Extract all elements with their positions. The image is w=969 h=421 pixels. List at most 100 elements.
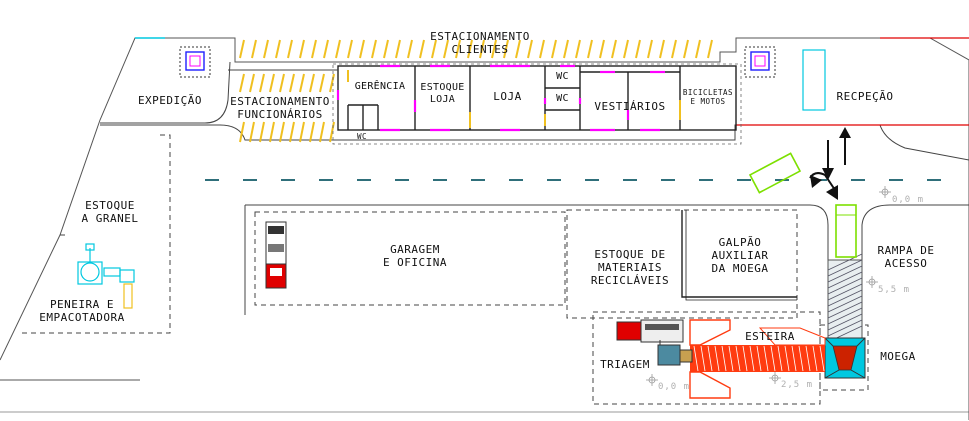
wc-top-label: WC xyxy=(556,71,569,82)
parking-stripe xyxy=(395,39,401,59)
ramp-hatch-line xyxy=(827,259,863,277)
conveyor-slat xyxy=(812,345,818,372)
parking-stripe xyxy=(479,39,485,59)
parking-stripe xyxy=(359,39,365,59)
triagem-hopper xyxy=(657,340,693,366)
level-ramp-value: 5,5 m xyxy=(877,285,911,295)
parking-stripe xyxy=(491,39,497,59)
ramp-hatch-line xyxy=(827,289,863,307)
truck-triagem xyxy=(616,319,684,343)
conveyor-slat xyxy=(749,345,755,372)
site-boundary xyxy=(0,37,969,420)
traffic-arrows xyxy=(809,127,851,200)
vestiarios-label: VESTIÁRIOS xyxy=(594,100,666,113)
conveyor-slat xyxy=(784,345,790,372)
parking-stripe xyxy=(647,39,653,59)
parking-stripe xyxy=(239,39,245,59)
ramp-hatch-line xyxy=(827,319,863,337)
parking-stripe xyxy=(259,73,265,93)
parking-stripe xyxy=(659,39,665,59)
conveyor-slat xyxy=(707,345,713,372)
estoque-granel-zone xyxy=(20,134,171,334)
wc-gerencia-label: WC xyxy=(356,132,368,141)
ramp-hatch-line xyxy=(827,277,863,295)
green-vehicle-ramp xyxy=(835,204,857,258)
parking-stripe xyxy=(269,73,275,93)
conveyor-slat xyxy=(721,345,727,372)
parking-stripe xyxy=(575,39,581,59)
moega xyxy=(824,337,866,379)
bicicletas-motos-label: BICICLETAS E MOTOS xyxy=(682,88,734,106)
parking-stripe xyxy=(407,39,413,59)
ramp-hatch-line xyxy=(827,271,863,289)
conveyor-slat xyxy=(798,345,804,372)
parking-stripe xyxy=(347,39,353,59)
parking-stripe xyxy=(249,121,255,143)
ramp-hatch-line xyxy=(827,295,863,313)
parking-stripe xyxy=(455,39,461,59)
conveyor-slat xyxy=(805,345,811,372)
conveyor-slat xyxy=(728,345,734,372)
parking-stripe xyxy=(539,39,545,59)
parking-stripe xyxy=(287,39,293,59)
wc-mid-label: WC xyxy=(556,93,569,104)
parking-stripe xyxy=(419,39,425,59)
parking-stripes-funcionarios-upper xyxy=(239,73,335,93)
ramp-hatch-line xyxy=(827,265,863,283)
parking-stripe xyxy=(707,39,713,59)
parking-stripe xyxy=(279,73,285,93)
parking-stripes-clientes xyxy=(239,39,713,59)
conveyor-slat xyxy=(700,345,706,372)
level-markers xyxy=(646,186,891,386)
parking-stripe xyxy=(269,121,275,143)
triagem-label: TRIAGEM xyxy=(600,358,650,371)
parking-stripe xyxy=(311,39,317,59)
parking-stripe xyxy=(309,73,315,93)
parking-stripe xyxy=(551,39,557,59)
level-top-value: 0,0 m xyxy=(891,195,925,205)
conveyor-esteira xyxy=(689,319,826,399)
estoque-loja-label: ESTOQUE LOJA xyxy=(420,82,465,105)
esteira-label: ESTEIRA xyxy=(745,330,795,343)
kiosk-left xyxy=(179,46,211,78)
garagem-zone xyxy=(254,211,566,306)
conveyor-slat xyxy=(693,345,699,372)
parking-stripe xyxy=(671,39,677,59)
parking-stripe xyxy=(251,39,257,59)
parking-stripe xyxy=(335,39,341,59)
ramp-hatch-line xyxy=(827,301,863,319)
parking-stripe xyxy=(383,39,389,59)
estoque-granel-label: ESTOQUE A GRANEL xyxy=(81,199,139,225)
building-openings xyxy=(336,64,665,132)
green-vehicle-angled xyxy=(748,152,802,194)
estacionamento-clientes-label: ESTACIONAMENTO CLIENTES xyxy=(430,30,530,56)
parking-stripe xyxy=(299,121,305,143)
parking-stripe xyxy=(467,39,473,59)
parking-stripe xyxy=(431,39,437,59)
parking-stripe xyxy=(443,39,449,59)
recepcao-label: RECPEÇÃO xyxy=(836,90,894,103)
parking-stripe xyxy=(249,73,255,93)
parking-stripe xyxy=(515,39,521,59)
parking-stripe xyxy=(371,39,377,59)
parking-stripe xyxy=(623,39,629,59)
conveyor-slat xyxy=(777,345,783,372)
recepcao-counter xyxy=(802,49,826,111)
parking-stripe xyxy=(309,121,315,143)
galpao-auxiliar-label: GALPÃO AUXILIAR DA MOEGA xyxy=(711,236,769,275)
moega-label: MOEGA xyxy=(880,350,916,363)
truck-garagem xyxy=(265,221,287,289)
peneira-empacotadora-label: PENEIRA E EMPACOTADORA xyxy=(39,298,125,324)
parking-stripe xyxy=(503,39,509,59)
level-esteira-value: 2,5 m xyxy=(780,380,814,390)
parking-stripe xyxy=(611,39,617,59)
level-triagem-value: 0,0 m xyxy=(657,382,691,392)
conveyor-slat xyxy=(714,345,720,372)
parking-stripe xyxy=(275,39,281,59)
galpao-auxiliar-walls xyxy=(681,210,797,301)
conveyor-slat xyxy=(742,345,748,372)
estoque-materiais-label: ESTOQUE DE MATERIAIS RECICLÁVEIS xyxy=(590,248,670,287)
parking-stripe xyxy=(279,121,285,143)
estoque-materiais-zone xyxy=(566,209,798,319)
